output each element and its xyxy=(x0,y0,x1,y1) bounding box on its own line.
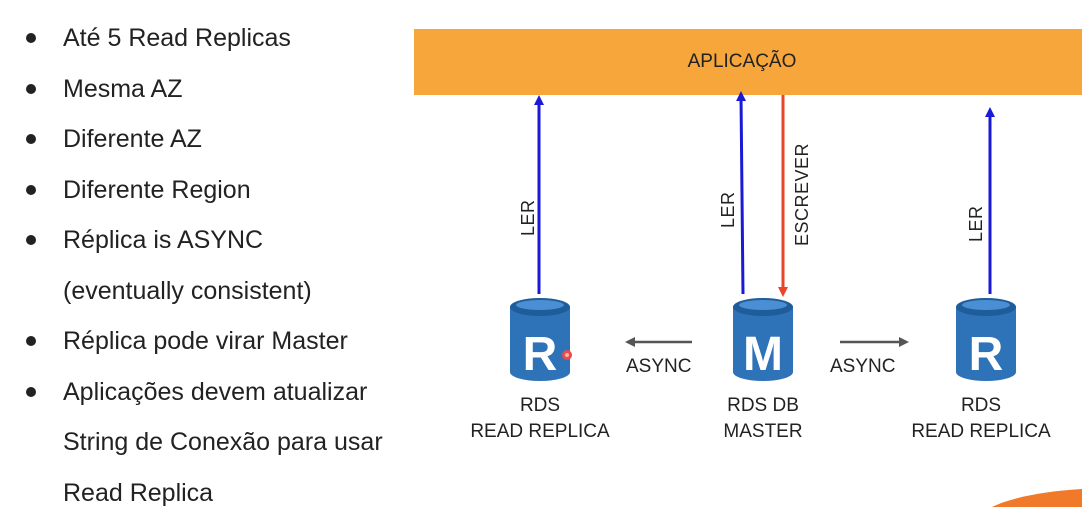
db-label-line1: RDS xyxy=(886,393,1076,419)
db-label-line2: READ REPLICA xyxy=(440,419,640,445)
db-label-line2: MASTER xyxy=(663,419,863,445)
write-label-master: ESCREVER xyxy=(792,143,813,246)
database-cylinder-icon: R xyxy=(956,298,1016,381)
db-label-line1: RDS DB xyxy=(663,393,863,419)
db-letter: R xyxy=(523,328,558,381)
database-cylinder-icon: R xyxy=(510,298,572,381)
database-cylinder-icon: M xyxy=(733,298,793,381)
db-label-line2: READ REPLICA xyxy=(886,419,1076,445)
db-label-line1: RDS xyxy=(440,393,640,419)
orange-swoosh-logo xyxy=(992,477,1082,507)
replica-left-label: RDS READ REPLICA xyxy=(440,393,640,445)
async-label-right: ASYNC xyxy=(830,356,895,378)
master-label: RDS DB MASTER xyxy=(663,393,863,445)
read-label-right: LER xyxy=(966,205,987,242)
read-label-master: LER xyxy=(718,191,739,228)
replica-right-label: RDS READ REPLICA xyxy=(886,393,1076,445)
db-letter: R xyxy=(969,328,1004,381)
read-label-left: LER xyxy=(518,199,539,236)
async-label-left: ASYNC xyxy=(626,356,691,378)
read-arrow-master xyxy=(741,96,743,294)
db-letter: M xyxy=(743,328,783,381)
